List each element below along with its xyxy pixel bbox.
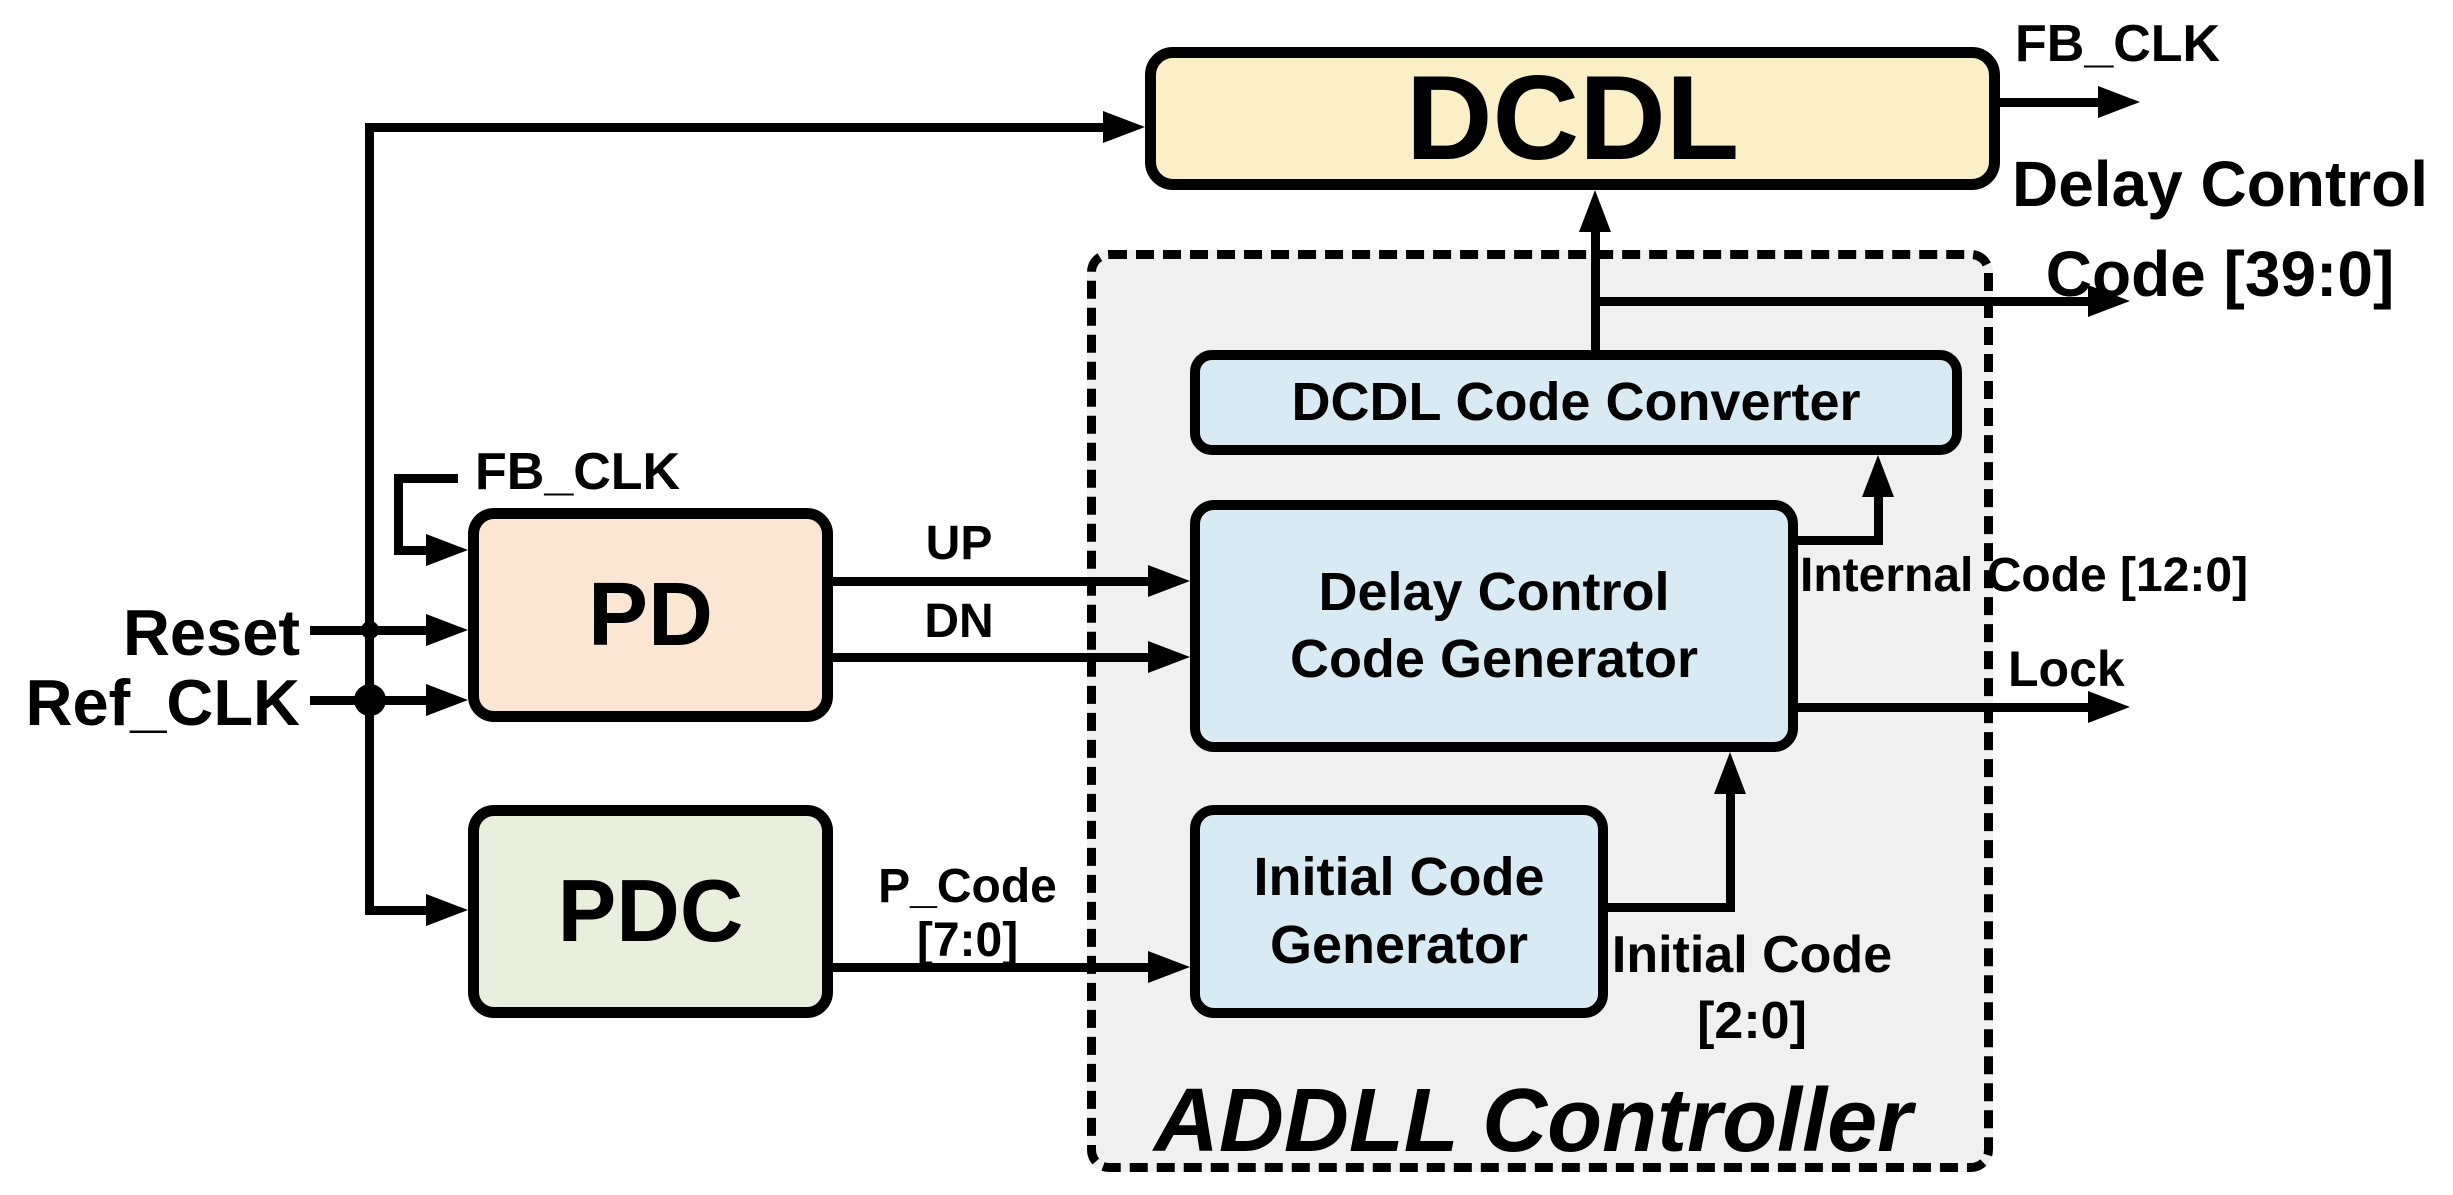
wire-refclk-trunk-vertical: [365, 123, 374, 914]
label-dn: DN: [924, 595, 994, 648]
label-pcode-line2: [7:0]: [916, 913, 1019, 967]
wire-converter-to-dcdl: [1591, 228, 1600, 354]
arrowhead-refclk-into-pd: [426, 684, 468, 716]
wire-initialcode-vertical: [1726, 790, 1735, 912]
label-pcode-line1: P_Code: [878, 860, 1057, 913]
wire-pcode: [833, 963, 1153, 972]
label-initial-code-line1: Initial Code: [1611, 926, 1893, 984]
wire-internalcode-vertical: [1874, 492, 1883, 545]
delay-control-code-generator-label-line2: Code Generator: [1289, 629, 1699, 689]
arrowhead-reset-into-pd: [426, 614, 468, 646]
label-initial-code: Initial Code [2:0]: [1602, 922, 1902, 1054]
initial-code-generator-block: Initial Code Generator: [1190, 805, 1608, 1018]
wire-dn: [833, 653, 1153, 662]
label-delay-control-code-line1: Delay Control: [2011, 148, 2429, 220]
label-internal-code: Internal Code [12:0]: [1800, 549, 2249, 602]
dcdl-block: DCDL: [1145, 47, 2000, 190]
wire-fbclk-into-pd: [394, 546, 434, 555]
wire-delay-control-code-out: [1591, 297, 2088, 306]
label-up: UP: [925, 517, 993, 570]
initial-code-generator-label-line2: Generator: [1269, 914, 1529, 975]
label-reset: Reset: [122, 596, 300, 669]
dcdl-code-converter-label: DCDL Code Converter: [1291, 372, 1861, 433]
junction-dot-reset: [361, 621, 379, 639]
wire-fbclk-vertical: [394, 474, 403, 554]
label-fbclk-feedback: FB_CLK: [475, 443, 681, 501]
arrowhead-dn-into-generator: [1148, 641, 1190, 673]
pdc-block: PDC: [468, 805, 833, 1018]
wire-lock-out: [1795, 703, 2088, 712]
arrowhead-pcode-into-icg: [1148, 951, 1190, 983]
label-refclk: Ref_CLK: [25, 666, 300, 739]
initial-code-generator-label-line1: Initial Code: [1253, 847, 1545, 907]
arrowhead-fbclk-out: [2098, 86, 2140, 118]
arrowhead-initialcode-into-generator: [1714, 752, 1746, 794]
dcdl-block-label: DCDL: [1405, 51, 1740, 186]
label-pcode: P_Code [7:0]: [855, 860, 1080, 968]
wire-initialcode-horizontal: [1608, 903, 1735, 912]
wire-refclk-into-pdc: [365, 906, 432, 915]
label-initial-code-line2: [2:0]: [1697, 992, 1807, 1051]
dcdl-code-converter-block: DCDL Code Converter: [1190, 350, 1962, 455]
label-lock: Lock: [2008, 641, 2125, 697]
wire-internalcode-horizontal: [1795, 536, 1883, 545]
arrowhead-lock-out: [2088, 691, 2130, 723]
arrowhead-fbclk-into-pd: [426, 534, 468, 566]
wire-up: [833, 577, 1153, 586]
label-delay-control-code-line2: Code [39:0]: [2045, 237, 2395, 310]
wire-refclk-to-dcdl-top: [365, 123, 1113, 132]
pdc-block-label: PDC: [557, 861, 744, 961]
arrowhead-delay-control-code-out: [2088, 285, 2130, 317]
arrowhead-up-into-generator: [1148, 565, 1190, 597]
label-delay-control-code: Delay Control Code [39:0]: [1990, 140, 2450, 319]
pd-block-label: PD: [587, 564, 714, 665]
wire-fbclk-out: [2000, 98, 2098, 107]
pd-block: PD: [468, 508, 833, 722]
arrowhead-code-into-dcdl: [1579, 190, 1611, 232]
arrowhead-internalcode-into-converter: [1862, 455, 1894, 497]
label-fbclk-output: FB_CLK: [2015, 15, 2221, 73]
arrowhead-into-dcdl: [1103, 111, 1145, 143]
label-addll-controller: ADDLL Controller: [1153, 1071, 1913, 1171]
wire-fbclk-stub: [394, 474, 458, 483]
delay-control-code-generator-label-line1: Delay Control: [1318, 561, 1670, 622]
delay-control-code-generator-block: Delay Control Code Generator: [1190, 500, 1798, 752]
arrowhead-into-pdc: [426, 894, 468, 926]
junction-dot-refclk: [354, 684, 386, 716]
